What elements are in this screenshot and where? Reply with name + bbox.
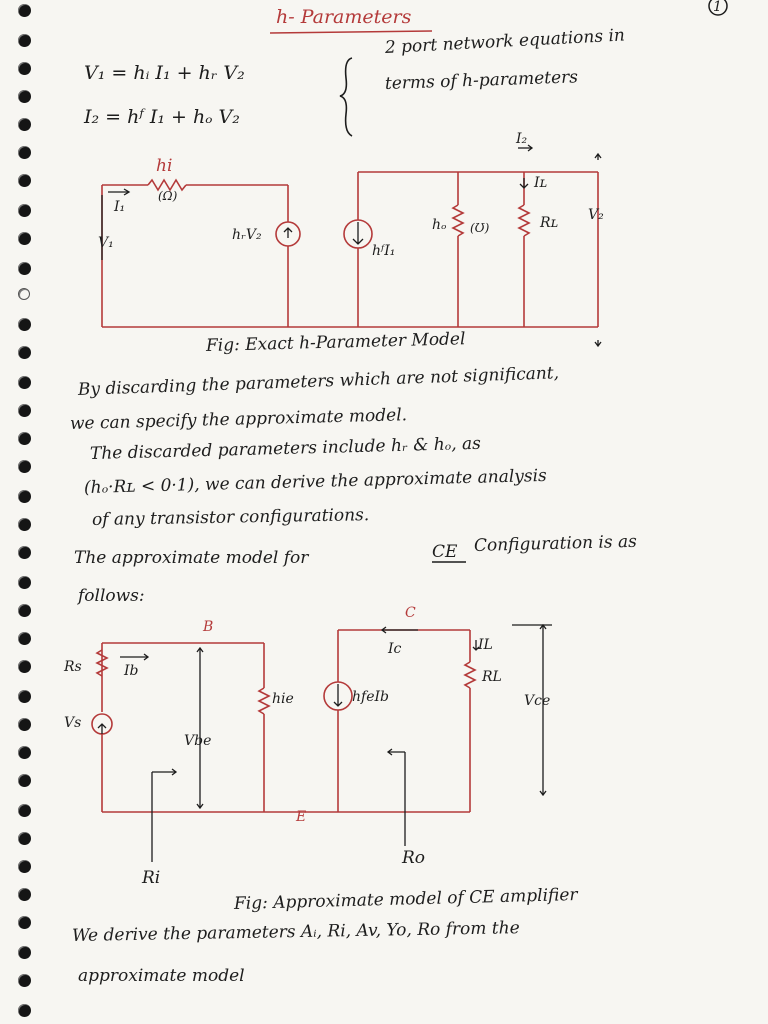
v2-label: V₂: [588, 207, 604, 223]
binding-hole: [18, 62, 31, 75]
page-number: 1: [713, 0, 722, 15]
vbe-label: Vbe: [184, 733, 212, 749]
binding-hole: [18, 946, 31, 959]
ho-unit: (Ʊ): [470, 221, 490, 235]
binding-hole: [18, 804, 31, 817]
title-underline: [269, 30, 433, 34]
binding-hole: [18, 832, 31, 845]
binding-hole: [18, 146, 31, 159]
hi-unit: (Ω): [158, 189, 178, 203]
binding-hole: [18, 604, 31, 617]
spiral-binding: [0, 0, 40, 1024]
binding-hole: [18, 1004, 31, 1017]
il-label: Iʟ: [534, 175, 548, 191]
equation-i2: I₂ = hᶠ I₁ + hₒ V₂: [84, 106, 240, 128]
binding-hole: [18, 90, 31, 103]
binding-hole: [18, 746, 31, 759]
binding-hole: [18, 318, 31, 331]
binding-hole: [18, 576, 31, 589]
vce-label: Vce: [524, 693, 551, 709]
hfeib-label: hfeIb: [352, 689, 389, 705]
binding-hole: [18, 860, 31, 873]
paragraph-line6a: The approximate model for: [74, 548, 309, 568]
node-b-label: B: [203, 619, 214, 635]
ro-label: Ro: [402, 848, 426, 868]
binding-hole: [18, 718, 31, 731]
binding-hole: [18, 204, 31, 217]
exact-model-arrows: [101, 144, 602, 348]
ic-label: Ic: [388, 641, 402, 657]
binding-hole: [18, 118, 31, 131]
binding-hole: [18, 490, 31, 503]
v1-label: V₁: [98, 235, 114, 251]
binding-hole: [18, 916, 31, 929]
paragraph-line7: follows:: [78, 586, 145, 606]
vs-label: Vs: [64, 715, 82, 731]
page-title: h- Parameters: [276, 6, 412, 28]
binding-hole: [18, 262, 31, 275]
binding-hole: [18, 232, 31, 245]
equation-v1: V₁ = hᵢ I₁ + hᵣ V₂: [84, 62, 245, 84]
paragraph-line6b: CE: [432, 542, 458, 562]
node-e-label: E: [296, 809, 307, 825]
page-number-circle: [708, 0, 728, 16]
hfi1-label: hᶠI₁: [372, 243, 396, 259]
i1-label: I₁: [114, 199, 126, 215]
ib-label: Ib: [124, 663, 139, 679]
hrv2-label: hᵣV₂: [232, 227, 262, 243]
i2-label: I₂: [516, 131, 528, 147]
binding-hole: [18, 376, 31, 389]
binding-hole: [18, 4, 31, 17]
footer-line2: approximate model: [78, 966, 245, 986]
binding-hole: [18, 518, 31, 531]
paragraph-line5: of any transistor configurations.: [91, 505, 370, 530]
rl-label: Rʟ: [540, 215, 559, 231]
binding-hole: [18, 288, 30, 300]
hi-label: hi: [156, 156, 173, 176]
binding-hole: [18, 660, 31, 673]
binding-hole: [18, 460, 31, 473]
binding-hole: [18, 432, 31, 445]
il-label-ce: IL: [478, 637, 493, 653]
equation-brace: [339, 57, 353, 137]
node-c-label: C: [405, 605, 416, 621]
binding-hole: [18, 974, 31, 987]
binding-hole: [18, 690, 31, 703]
ce-model-circuit: [91, 629, 477, 813]
binding-hole: [18, 546, 31, 559]
binding-hole: [18, 404, 31, 417]
binding-hole: [18, 346, 31, 359]
hie-label: hie: [272, 691, 294, 707]
rl-label-ce: RL: [482, 669, 502, 685]
binding-hole: [18, 174, 31, 187]
rs-label: Rs: [64, 659, 82, 675]
binding-hole: [18, 888, 31, 901]
paragraph-line6c: Configuration is as: [473, 531, 638, 556]
binding-hole: [18, 632, 31, 645]
binding-hole: [18, 774, 31, 787]
binding-hole: [18, 34, 31, 47]
ri-label: Ri: [142, 868, 161, 888]
ce-model-arrows: [97, 623, 552, 862]
ho-label: hₒ: [432, 217, 447, 233]
